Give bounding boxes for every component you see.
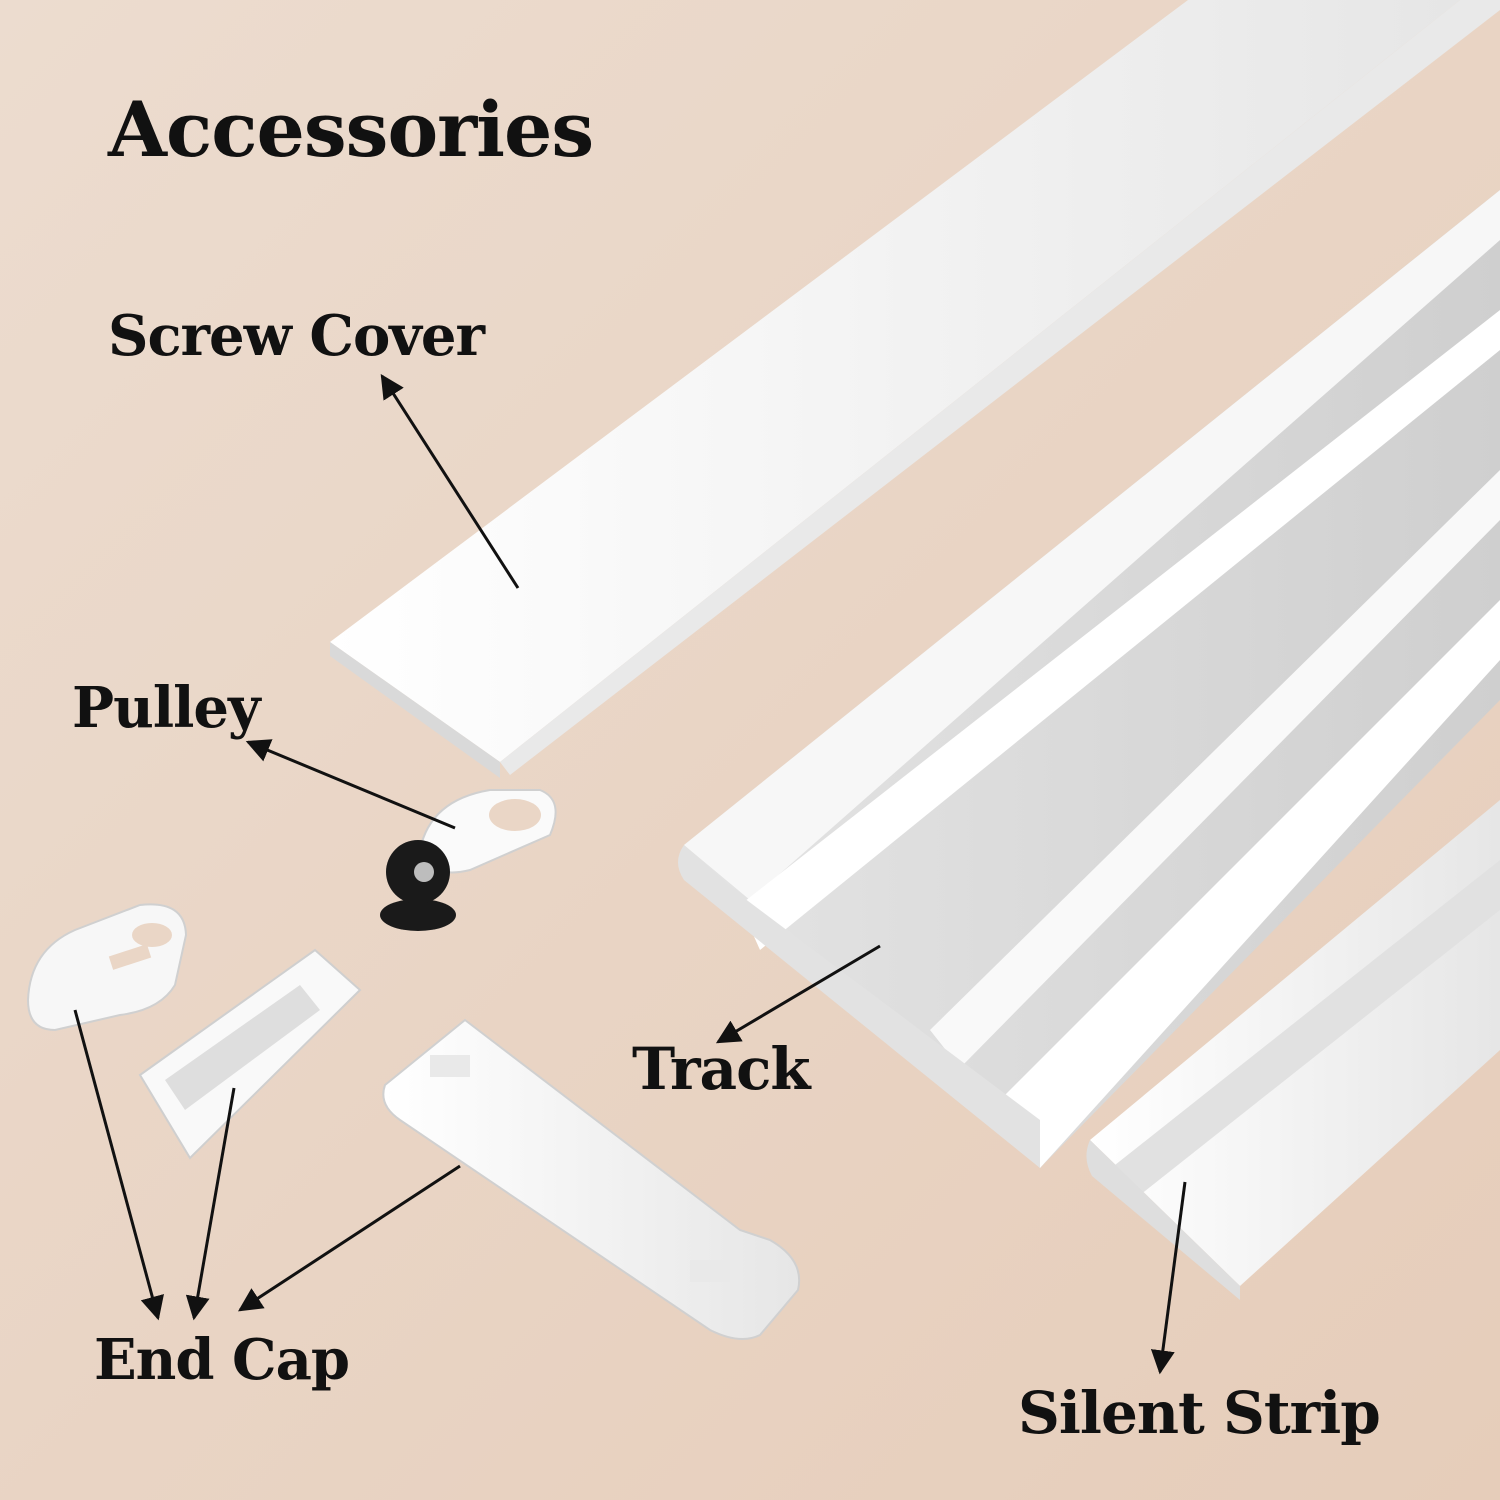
arrow-silent-strip <box>1150 1181 1187 1375</box>
arrow-end-cap-clip <box>73 1009 164 1321</box>
pulley-label: Pulley <box>72 675 261 741</box>
silent-strip-profile <box>1086 800 1500 1300</box>
pulley-part <box>380 789 557 931</box>
screw-cover-label: Screw Cover <box>108 303 485 369</box>
end-cap-clip <box>26 903 188 1032</box>
arrow-end-cap-insert <box>185 1087 236 1321</box>
track-label: Track <box>632 1035 811 1103</box>
silent-strip-label: Silent Strip <box>1018 1379 1381 1447</box>
end-cap-insert <box>138 948 362 1160</box>
arrow-track <box>715 944 881 1044</box>
end-cap-cover <box>382 1018 801 1340</box>
arrow-pulley <box>245 739 456 830</box>
arrow-end-cap-cover <box>237 1164 461 1312</box>
page-title: Accessories <box>108 85 594 174</box>
end-cap-label: End Cap <box>94 1327 350 1393</box>
arrow-screw-cover <box>380 373 520 589</box>
callout-arrows <box>73 373 1187 1375</box>
screw-cover-strip <box>330 0 1500 778</box>
track-profile <box>678 190 1500 1168</box>
